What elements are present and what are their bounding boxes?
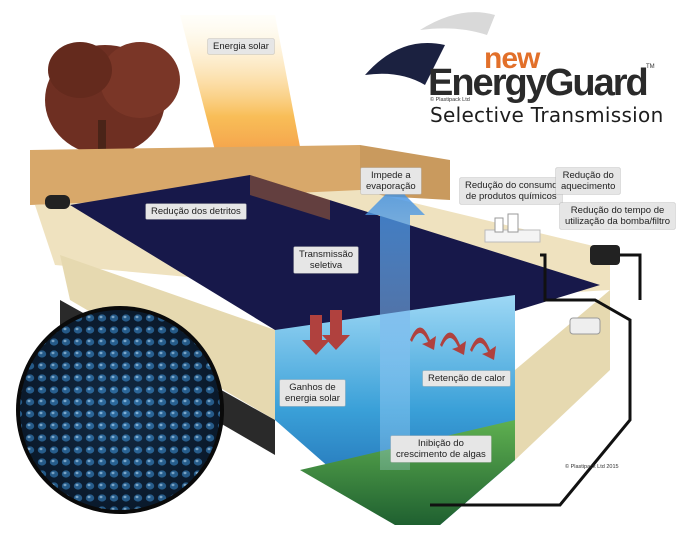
label-heating-line2: aquecimento (561, 181, 616, 192)
label-pump-time-reduction: Redução do tempo de utilização da bomba/… (560, 203, 676, 229)
pump-equipment (430, 213, 642, 507)
label-gain-line1: Ganhos de (289, 382, 336, 393)
label-solar-energy: Energia solar (208, 39, 274, 54)
label-gain-line2: energia solar (285, 393, 340, 404)
cover-roller (45, 195, 70, 209)
brand-copyright: © Plastipack Ltd (430, 97, 470, 103)
label-heating-line1: Redução do (562, 170, 614, 181)
brand-logo-swoosh (365, 12, 495, 85)
label-selective-transmission: Transmissão seletiva (294, 247, 359, 273)
label-selective-line2: seletiva (309, 260, 343, 271)
label-algae-line1: Inibição do (417, 438, 464, 449)
label-algae-inhibition: Inibição do crescimento de algas (391, 436, 491, 462)
label-chem-line2: de produtos químicos (465, 191, 557, 202)
label-heating-reduction: Redução do aquecimento (556, 168, 621, 194)
heat-retention-arrows (410, 327, 496, 360)
label-prevents-evaporation: Impede a evaporação (361, 168, 421, 194)
label-heat-retention: Retenção de calor (423, 371, 511, 386)
label-pump-line1: Redução do tempo de (570, 205, 665, 216)
label-evap-line2: evaporação (366, 181, 416, 192)
solar-gain-arrows (302, 310, 350, 355)
brand-subtitle: Selective Transmission (430, 103, 664, 127)
footer-copyright: © Plastipack Ltd 2015 (565, 464, 619, 470)
label-chem-line1: Redução do consumo (465, 180, 558, 191)
label-evap-line1: Impede a (371, 170, 411, 181)
label-selective-line1: Transmissão (299, 249, 354, 260)
label-algae-line2: crescimento de algas (396, 449, 486, 460)
evaporation-arrow (365, 185, 425, 470)
label-chemical-reduction: Redução do consumo de produtos químicos (460, 178, 563, 204)
brand-new-text: new (484, 42, 540, 75)
brand-trademark: TM (646, 64, 655, 70)
label-pump-line2: utilização da bomba/filtro (565, 216, 671, 227)
label-solar-gain: Ganhos de energia solar (280, 380, 345, 406)
tree (45, 42, 180, 160)
cover-closeup-lens (16, 306, 224, 514)
label-debris-reduction: Redução dos detritos (146, 204, 246, 219)
brand-name: EnergyGuard (428, 62, 649, 104)
